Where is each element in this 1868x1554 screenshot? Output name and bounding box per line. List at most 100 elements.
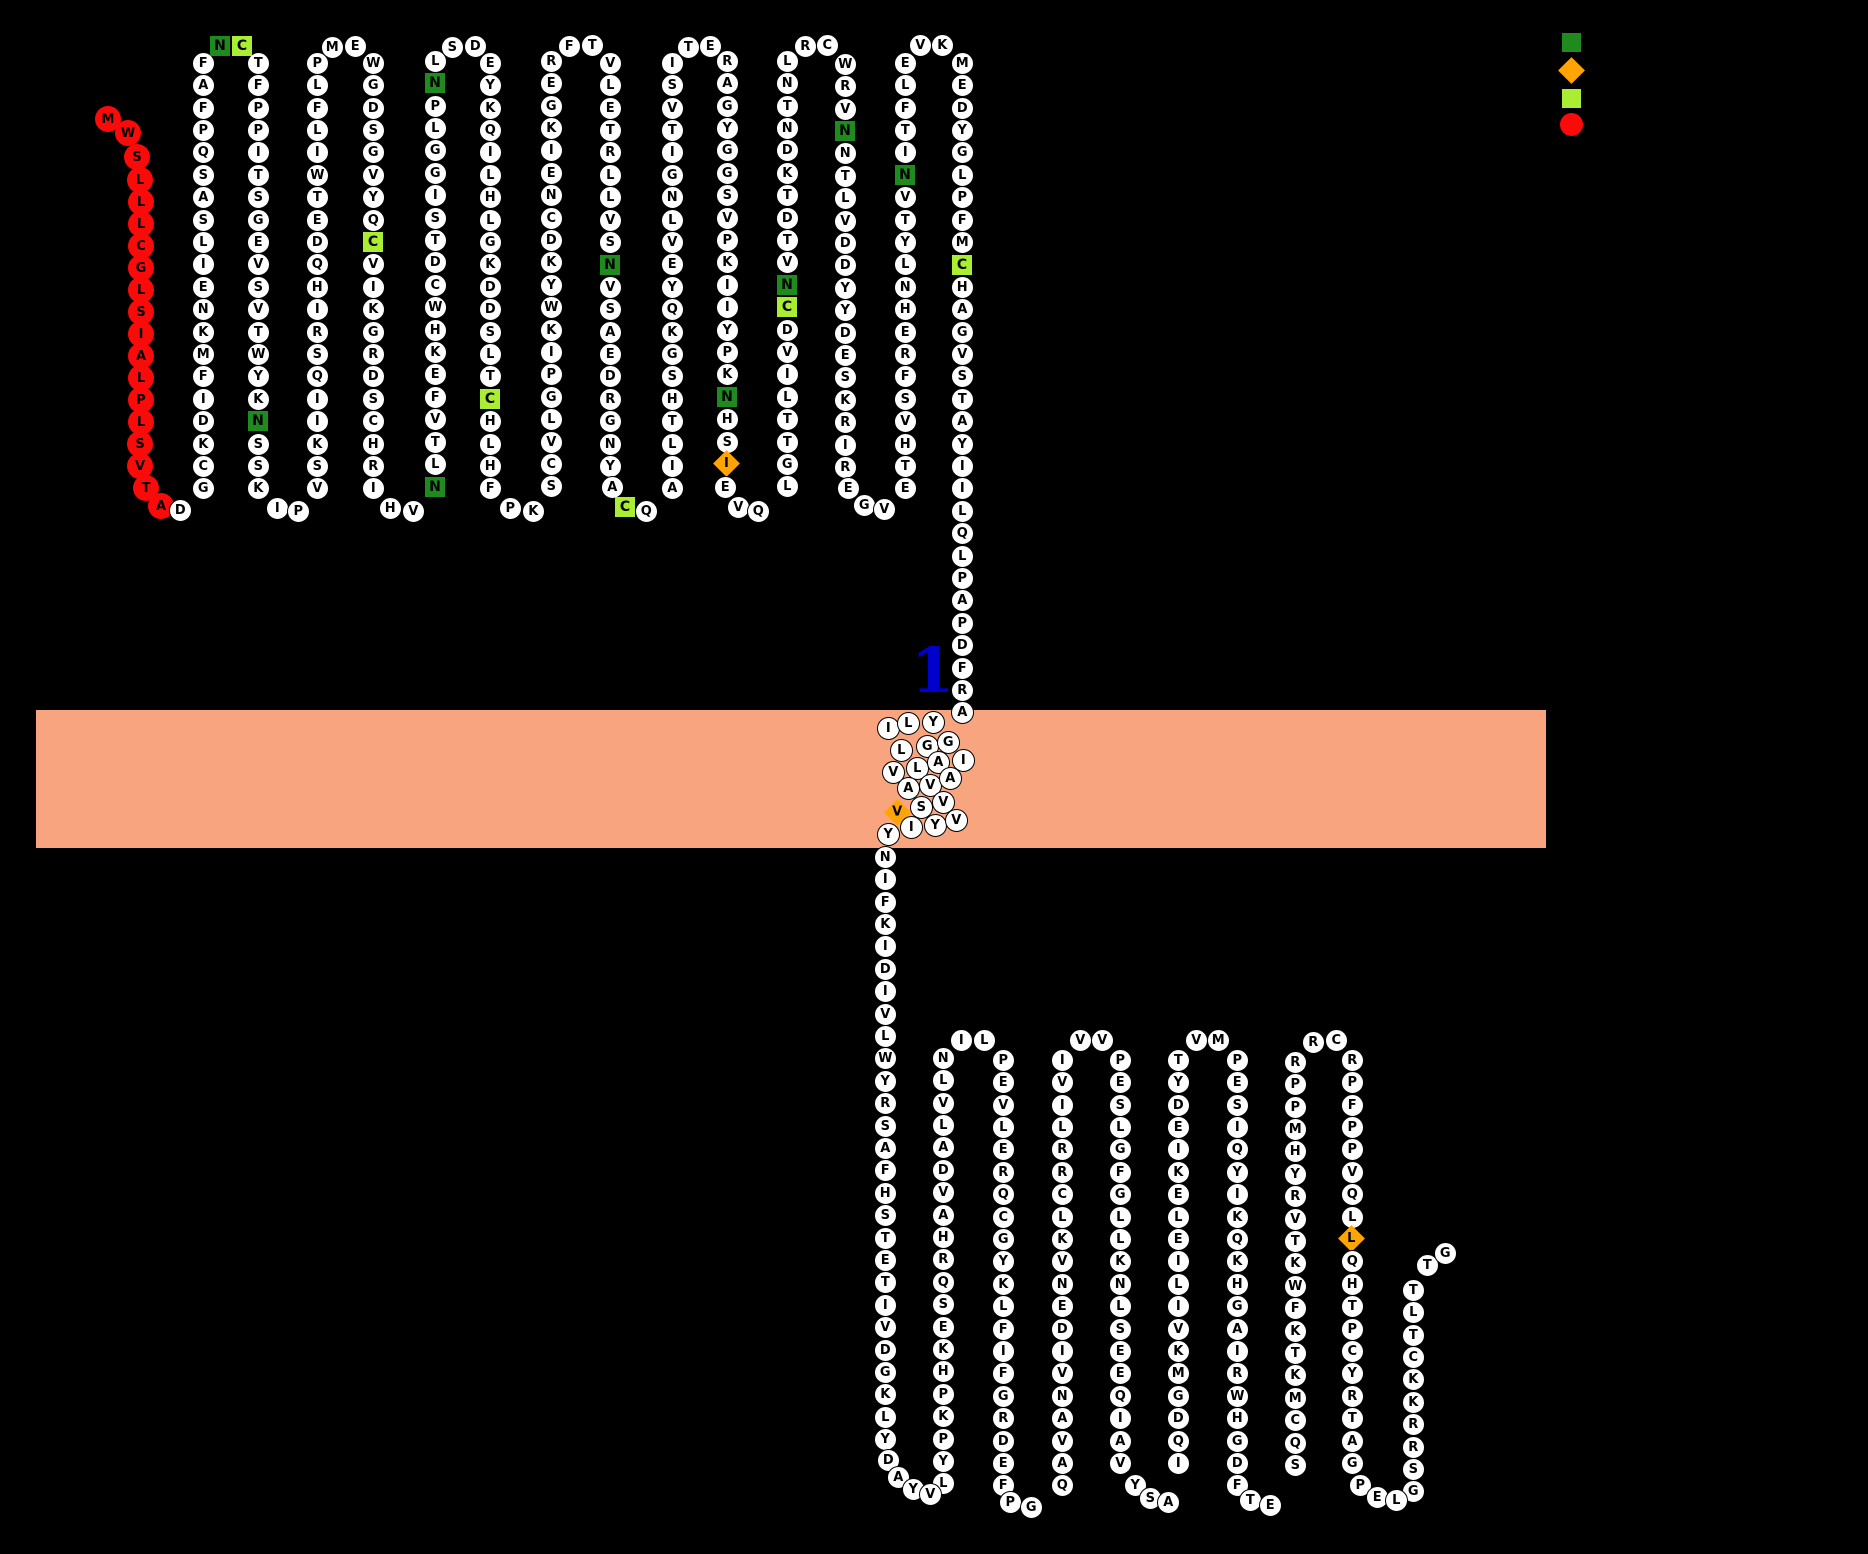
residue-node: M: [1166, 1362, 1190, 1386]
residue-node: K: [833, 388, 857, 412]
residue-node: F: [873, 890, 897, 914]
residue-node: H: [893, 432, 917, 456]
residue-node: A: [191, 186, 215, 210]
residue-node: I: [873, 1293, 897, 1317]
residue-node: W: [246, 342, 270, 366]
residue-node: V: [991, 1093, 1015, 1117]
tm-helix-number: 1: [911, 634, 955, 707]
residue-node: S: [1401, 1457, 1425, 1481]
residue-node: A: [931, 1203, 955, 1227]
residue-node: S: [931, 1293, 955, 1317]
residue-node: T: [580, 33, 604, 57]
residue-node: K: [423, 340, 447, 364]
residue-node: I: [775, 363, 799, 387]
modified-cys-site-node: C: [615, 497, 635, 517]
variant-site-node: L: [1338, 1225, 1365, 1253]
residue-node: I: [950, 477, 974, 501]
residue-node: R: [1050, 1138, 1074, 1162]
residue-node: Y: [873, 1428, 897, 1452]
modified-cys-site-node: C: [363, 232, 383, 253]
residue-node: Y: [931, 1449, 955, 1473]
residue-node: K: [1283, 1364, 1307, 1388]
residue-node: G: [423, 161, 447, 185]
residue-node: Y: [876, 822, 900, 846]
residue-node: E: [713, 475, 737, 499]
residue-node: F: [478, 477, 502, 501]
residue-node: K: [1401, 1368, 1425, 1392]
residue-node: C: [423, 273, 447, 297]
residue-node: L: [598, 74, 622, 98]
residue-node: F: [991, 1317, 1015, 1341]
residue-node: V: [950, 342, 974, 366]
residue-node: L: [305, 118, 329, 142]
residue-node: S: [440, 35, 464, 59]
residue-node: L: [478, 208, 502, 232]
residue-node: K: [191, 320, 215, 344]
residue-node: H: [1283, 1140, 1307, 1164]
residue-node: L: [660, 208, 684, 232]
residue-node: L: [1166, 1205, 1190, 1229]
residue-node: V: [873, 1002, 897, 1026]
membrane-band: [36, 706, 1546, 854]
residue-node: S: [361, 387, 385, 411]
residue-node: S: [305, 454, 329, 478]
residue-node: E: [1166, 1183, 1190, 1207]
residue-node: H: [1225, 1407, 1249, 1431]
residue-node: N: [191, 298, 215, 322]
signal-peptide-residue-node: L: [128, 211, 154, 237]
residue-node: V: [1340, 1160, 1364, 1184]
residue-node: A: [1156, 1490, 1180, 1514]
residue-node: L: [873, 1405, 897, 1429]
residue-node: Q: [660, 298, 684, 322]
residue-node: V: [660, 230, 684, 254]
residue-node: A: [598, 320, 622, 344]
residue-node: P: [1340, 1115, 1364, 1139]
residue-node: P: [950, 611, 974, 635]
residue-node: E: [598, 342, 622, 366]
glyco-site-node: N: [777, 275, 797, 295]
residue-node: H: [660, 387, 684, 411]
residue-node: W: [305, 163, 329, 187]
residue-node: R: [361, 454, 385, 478]
residue-node: L: [305, 74, 329, 98]
residue-node: R: [991, 1407, 1015, 1431]
residue-node: H: [478, 454, 502, 478]
residue-node: P: [1108, 1048, 1132, 1072]
residue-node: K: [478, 253, 502, 277]
residue-node: P: [286, 499, 310, 523]
residue-node: I: [949, 1028, 973, 1052]
residue-node: K: [1166, 1339, 1190, 1363]
residue-node: L: [598, 186, 622, 210]
residue-node: K: [1108, 1250, 1132, 1274]
residue-node: P: [1283, 1073, 1307, 1097]
signal-peptide-residue-node: I: [128, 321, 154, 347]
residue-node: D: [873, 1338, 897, 1362]
residue-node: K: [930, 33, 954, 57]
residue-node: P: [246, 118, 270, 142]
residue-node: K: [931, 1405, 955, 1429]
residue-node: E: [931, 1315, 955, 1339]
modified-cys-site-node: C: [952, 254, 972, 275]
residue-node: D: [950, 96, 974, 120]
residue-node: Y: [950, 118, 974, 142]
residue-node: K: [715, 251, 739, 275]
residue-node: P: [931, 1382, 955, 1406]
residue-node: V: [598, 275, 622, 299]
residue-node: Y: [361, 186, 385, 210]
residue-node: N: [1050, 1384, 1074, 1408]
signal-peptide-residue-node: L: [128, 409, 154, 435]
residue-node: S: [660, 365, 684, 389]
residue-node: G: [660, 342, 684, 366]
residue-node: L: [950, 163, 974, 187]
residue-node: Y: [833, 299, 857, 323]
residue-node: L: [478, 163, 502, 187]
residue-node: Y: [246, 365, 270, 389]
residue-node: V: [833, 209, 857, 233]
residue-node: K: [873, 1383, 897, 1407]
residue-node: S: [950, 365, 974, 389]
residue-node: R: [1050, 1160, 1074, 1184]
residue-node: A: [950, 701, 974, 725]
residue-node: P: [1340, 1071, 1364, 1095]
residue-node: I: [893, 141, 917, 165]
residue-node: L: [1166, 1272, 1190, 1296]
